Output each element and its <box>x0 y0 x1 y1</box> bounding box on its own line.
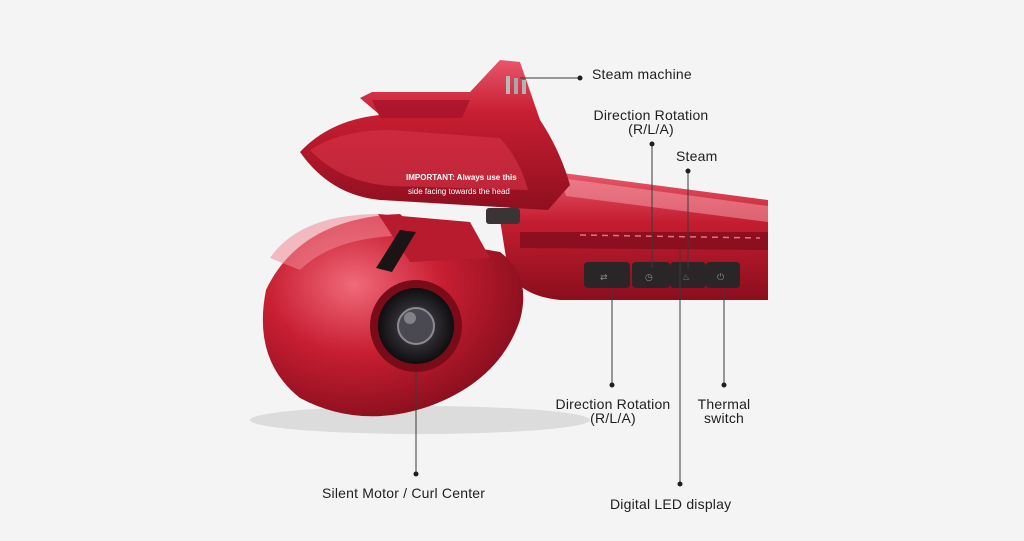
steam-nozzle <box>506 76 526 94</box>
floor-shadow <box>250 406 590 434</box>
direction-icon: ⇄ <box>600 273 608 283</box>
callout-silent-motor: Silent Motor / Curl Center <box>322 485 486 501</box>
power-icon: ⏻ <box>717 272 724 283</box>
thermal-button[interactable] <box>706 262 740 288</box>
hinge <box>486 208 520 224</box>
control-buttons: ⇄ ◷ ♨ ⏻ <box>584 262 740 288</box>
steam-button[interactable] <box>670 262 706 288</box>
callout-thermal-switch: Thermal switch <box>697 396 751 426</box>
warning-text-line-1: IMPORTANT: Always use this <box>406 173 517 182</box>
timer-button[interactable] <box>632 262 670 288</box>
callout-steam-machine: Steam machine <box>592 66 692 82</box>
steam-icon: ♨ <box>682 273 690 283</box>
callout-direction-rotation-top: Direction Rotation (R/L/A) <box>593 107 709 137</box>
callout-steam: Steam <box>676 148 718 164</box>
callout-direction-rotation-bottom: Direction Rotation (R/L/A) <box>555 396 671 426</box>
callout-leaders <box>413 75 727 487</box>
led-strip <box>520 232 768 250</box>
callout-digital-led-display: Digital LED display <box>610 496 732 512</box>
direction-button[interactable] <box>584 262 630 288</box>
warning-text-line-2: side facing towards the head <box>408 187 510 196</box>
timer-icon: ◷ <box>645 273 653 283</box>
